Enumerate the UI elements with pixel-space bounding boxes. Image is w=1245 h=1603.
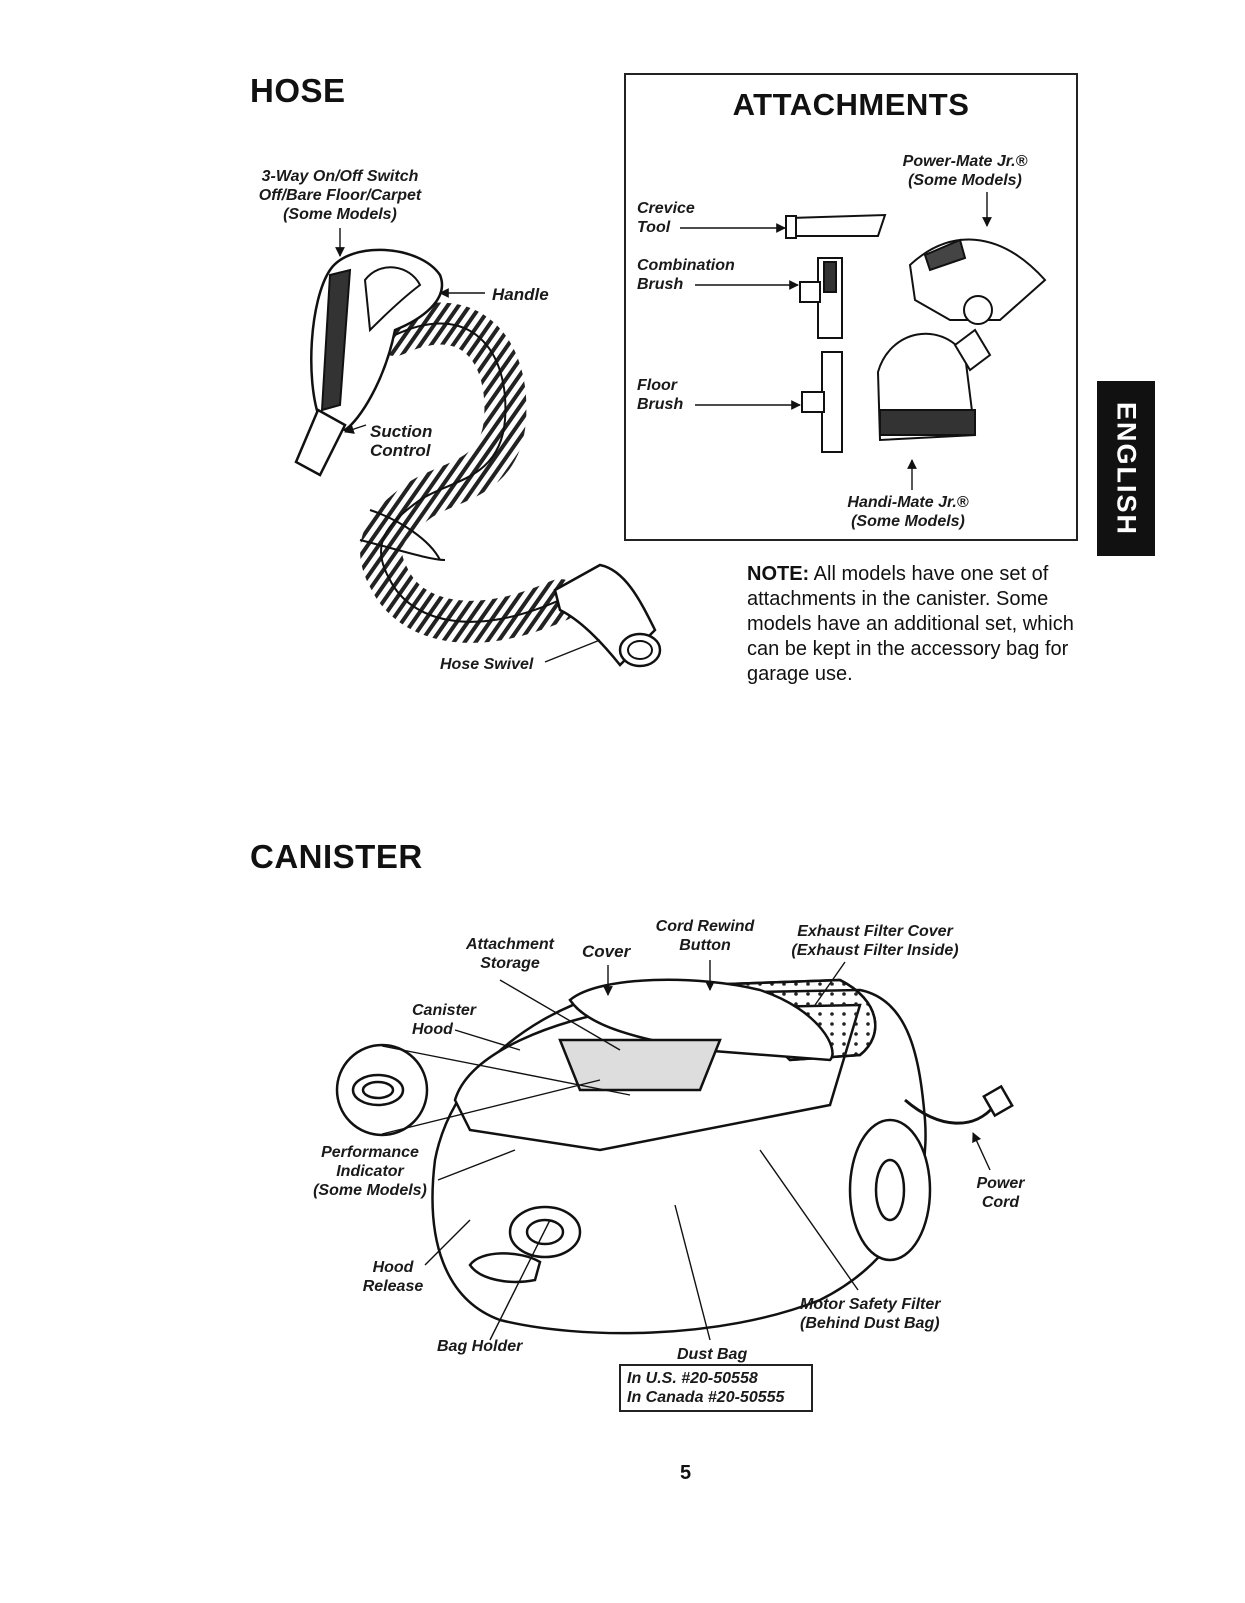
suction-control-label: Suction Control: [370, 422, 432, 460]
handi-mate-label-line: (Some Models): [851, 513, 965, 530]
exhaust-filter-line: (Exhaust Filter Inside): [791, 942, 959, 959]
floor-brush-label: Floor Brush: [637, 376, 683, 414]
canister-heading: CANISTER: [250, 838, 423, 875]
canister-hood-line: Hood: [412, 1021, 453, 1038]
attachments-note: NOTE: All models have one set of attachm…: [747, 562, 1077, 687]
cord-rewind-label: Cord Rewind Button: [650, 917, 760, 955]
floor-label-line: Floor: [637, 377, 677, 394]
performance-indicator-label: Performance Indicator (Some Models): [305, 1143, 435, 1200]
power-cord: [904, 1098, 997, 1125]
bag-holder-label: Bag Holder: [437, 1338, 523, 1355]
handi-mate-label: Handi-Mate Jr.® (Some Models): [838, 493, 978, 531]
performance-line: (Some Models): [313, 1182, 427, 1199]
combination-label-line: Brush: [637, 276, 684, 293]
switch-label-line: Off/Bare Floor/Carpet: [258, 187, 422, 204]
hood-release-line: Hood: [372, 1259, 414, 1276]
exhaust-filter-label: Exhaust Filter Cover (Exhaust Filter Ins…: [785, 922, 965, 960]
motor-filter-line: (Behind Dust Bag): [800, 1315, 940, 1332]
crevice-label-line: Tool: [637, 219, 671, 236]
english-language-tab: ENGLISH: [1097, 381, 1155, 556]
attachment-storage-label: Attachment Storage: [455, 935, 565, 973]
crevice-label-line: Crevice: [637, 200, 695, 217]
hose-swivel-label: Hose Swivel: [440, 656, 534, 673]
power-mate-label-line: Power-Mate Jr.®: [902, 153, 1028, 170]
crevice-tool-label: Crevice Tool: [637, 199, 695, 237]
part-number-us: In U.S. #20-50558: [627, 1370, 758, 1387]
note-text: All models have one set of attachments i…: [747, 563, 1074, 685]
combination-brush-label: Combination Brush: [637, 256, 735, 294]
attachment-storage-line: Storage: [480, 955, 540, 972]
cord-rewind-line: Cord Rewind: [655, 918, 755, 935]
switch-label-line: (Some Models): [283, 206, 397, 223]
canister-hood-line: Canister: [412, 1002, 477, 1019]
hood-release-label: Hood Release: [358, 1258, 428, 1296]
handle-label: Handle: [492, 285, 549, 304]
power-cord-line: Power: [976, 1175, 1025, 1192]
suction-label-line: Suction: [370, 422, 433, 441]
combination-label-line: Combination: [637, 257, 735, 274]
performance-line: Indicator: [336, 1163, 404, 1180]
note-bold: NOTE:: [747, 563, 810, 585]
hose-illustration: [294, 248, 662, 668]
power-cord-label: Power Cord: [968, 1174, 1033, 1212]
suction-label-line: Control: [370, 441, 431, 460]
performance-line: Performance: [321, 1144, 419, 1161]
handi-mate-label-line: Handi-Mate Jr.®: [847, 494, 969, 511]
power-cord-line: Cord: [981, 1194, 1020, 1211]
dust-bag-part-numbers: In U.S. #20-50558 In Canada #20-50555: [619, 1364, 813, 1412]
power-mate-label-line: (Some Models): [908, 172, 1022, 189]
dust-bag-label: Dust Bag: [677, 1346, 748, 1363]
floor-label-line: Brush: [637, 396, 684, 413]
canister-cover: [568, 978, 834, 1062]
attachment-storage-line: Attachment: [465, 936, 554, 953]
english-tab-text: ENGLISH: [1111, 401, 1142, 536]
attachments-heading: ATTACHMENTS: [732, 87, 970, 122]
exhaust-filter-line: Exhaust Filter Cover: [797, 923, 953, 940]
canister-hood-label: Canister Hood: [412, 1001, 476, 1039]
switch-label-line: 3-Way On/Off Switch: [261, 168, 419, 185]
hose-heading: HOSE: [250, 72, 346, 109]
cord-rewind-line: Button: [679, 937, 731, 954]
hood-release-line: Release: [362, 1278, 424, 1295]
cover-label: Cover: [582, 942, 631, 961]
page-number: 5: [680, 1462, 692, 1484]
attachments-box: ATTACHMENTS: [624, 73, 1078, 541]
switch-label: 3-Way On/Off Switch Off/Bare Floor/Carpe…: [250, 167, 430, 224]
motor-filter-line: Motor Safety Filter: [800, 1296, 941, 1313]
motor-safety-filter-label: Motor Safety Filter (Behind Dust Bag): [800, 1295, 940, 1333]
attachments-illustration: [785, 213, 1047, 453]
power-mate-label: Power-Mate Jr.® (Some Models): [890, 152, 1040, 190]
part-number-canada: In Canada #20-50555: [627, 1389, 785, 1406]
